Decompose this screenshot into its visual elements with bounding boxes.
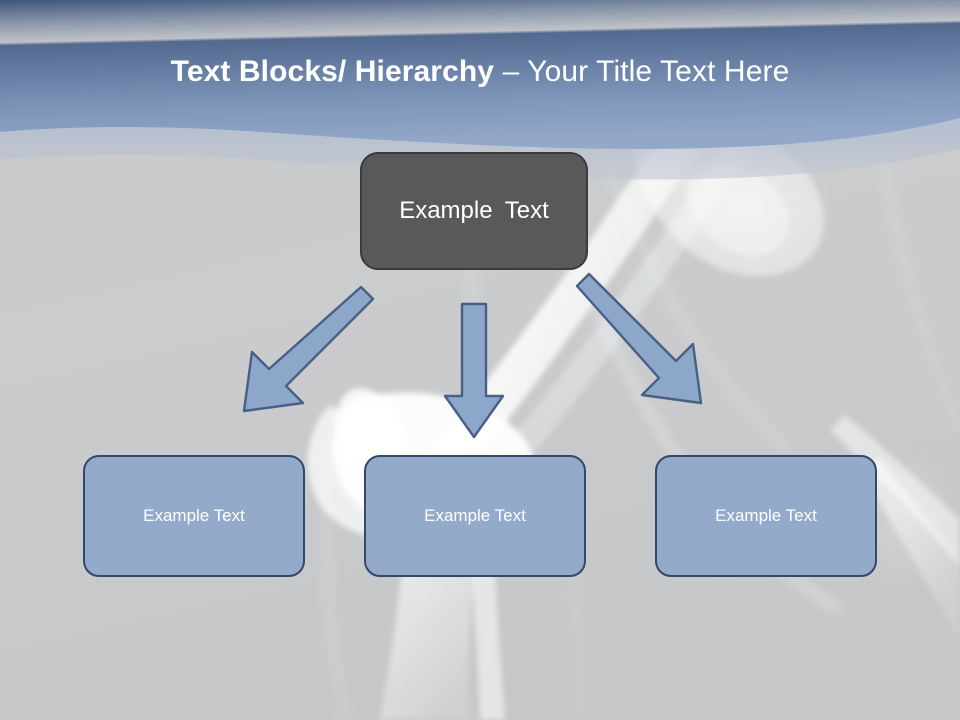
hierarchy-child-box-2[interactable]: Example Text [364,455,586,577]
header-banner [0,0,960,180]
hierarchy-child-box-3[interactable]: Example Text [655,455,877,577]
slide-title-bold: Text Blocks/ Hierarchy [170,55,495,88]
hierarchy-child-label-2: Example Text [424,506,526,525]
arrow-down-right-icon [575,272,703,405]
arrow-down-left-icon [242,285,375,413]
hierarchy-root-label: Example Text [399,197,549,224]
slide-title: Text Blocks/ Hierarchy – Your Title Text… [0,52,960,92]
hierarchy-child-label-3: Example Text [715,506,817,525]
slide-title-separator: – [494,55,528,88]
hierarchy-child-label-1: Example Text [143,506,245,525]
slide-title-light: Your Title Text Here [527,55,790,88]
hierarchy-child-box-1[interactable]: Example Text [83,455,305,577]
hierarchy-root-box[interactable]: Example Text [360,152,588,270]
arrow-down-icon [443,302,505,439]
